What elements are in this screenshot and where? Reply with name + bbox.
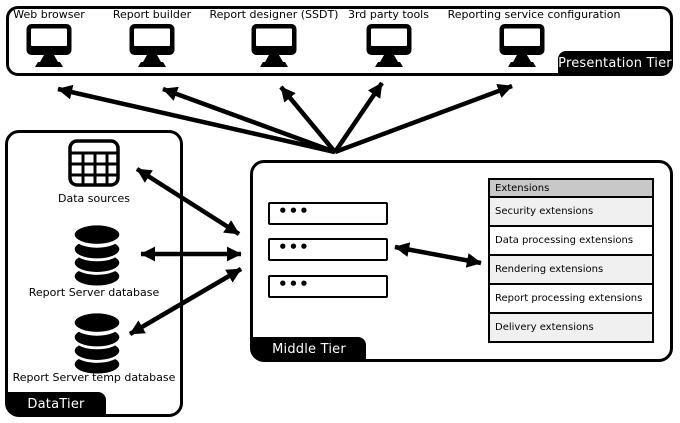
client-report-designer: Report designer (SSDT): [209, 8, 339, 71]
client-web-browser: Web browser: [7, 8, 91, 71]
service-component-box: •••: [268, 202, 388, 225]
client-3rd-party-tools: 3rd party tools: [341, 8, 436, 71]
ellipsis-dots: •••: [278, 238, 310, 256]
arrow-middle-to-report-builder: [162, 86, 336, 155]
extensions-row-delivery: Delivery extensions: [490, 312, 652, 341]
extensions-table: Extensions Security extensions Data proc…: [488, 178, 654, 343]
ellipsis-dots: •••: [278, 275, 310, 293]
client-report-builder: Report builder: [104, 8, 200, 71]
database-icon: [74, 225, 120, 286]
service-component-box: •••: [268, 238, 388, 261]
monitor-icon: [251, 24, 297, 67]
arrow-middle-to-3rd-party-tools: [333, 81, 384, 154]
arrow-middle-to-report-designer: [279, 85, 337, 154]
extensions-row-rendering: Rendering extensions: [490, 254, 652, 283]
client-reporting-service-configuration: Reporting service configuration: [434, 8, 634, 71]
middle-tier-box: ••• ••• ••• Extensions Security extensio…: [250, 160, 673, 362]
monitor-icon: [366, 24, 411, 67]
presentation-tier-tag: Presentation Tier: [558, 51, 672, 75]
extensions-row-security: Security extensions: [490, 196, 652, 225]
report-server-temp-database-label: Report Server temp database: [12, 371, 176, 384]
arrow-middle-to-reporting-config: [334, 83, 513, 155]
monitor-icon: [26, 24, 72, 67]
extensions-row-report-processing: Report processing extensions: [490, 283, 652, 312]
monitor-icon: [129, 24, 175, 67]
client-label: Report designer (SSDT): [209, 8, 339, 21]
client-label: Report builder: [112, 8, 192, 21]
data-tier-box: Data sources Report Server database Repo…: [5, 130, 183, 417]
data-sources-label: Data sources: [57, 192, 131, 205]
service-component-box: •••: [268, 275, 388, 298]
monitor-icon: [499, 24, 545, 67]
data-table-icon: [68, 139, 120, 187]
client-label: Web browser: [13, 8, 85, 21]
database-icon: [74, 313, 120, 374]
report-server-database-label: Report Server database: [28, 286, 160, 299]
ellipsis-dots: •••: [278, 202, 310, 220]
extensions-table-header: Extensions: [490, 180, 652, 196]
data-tier-tag: DataTier: [6, 392, 106, 416]
extensions-row-data-processing: Data processing extensions: [490, 225, 652, 254]
presentation-tier-box: Presentation Tier: [6, 6, 673, 76]
client-label: Reporting service configuration: [447, 8, 621, 21]
client-label: 3rd party tools: [348, 8, 429, 21]
middle-tier-tag: Middle Tier: [252, 337, 366, 361]
